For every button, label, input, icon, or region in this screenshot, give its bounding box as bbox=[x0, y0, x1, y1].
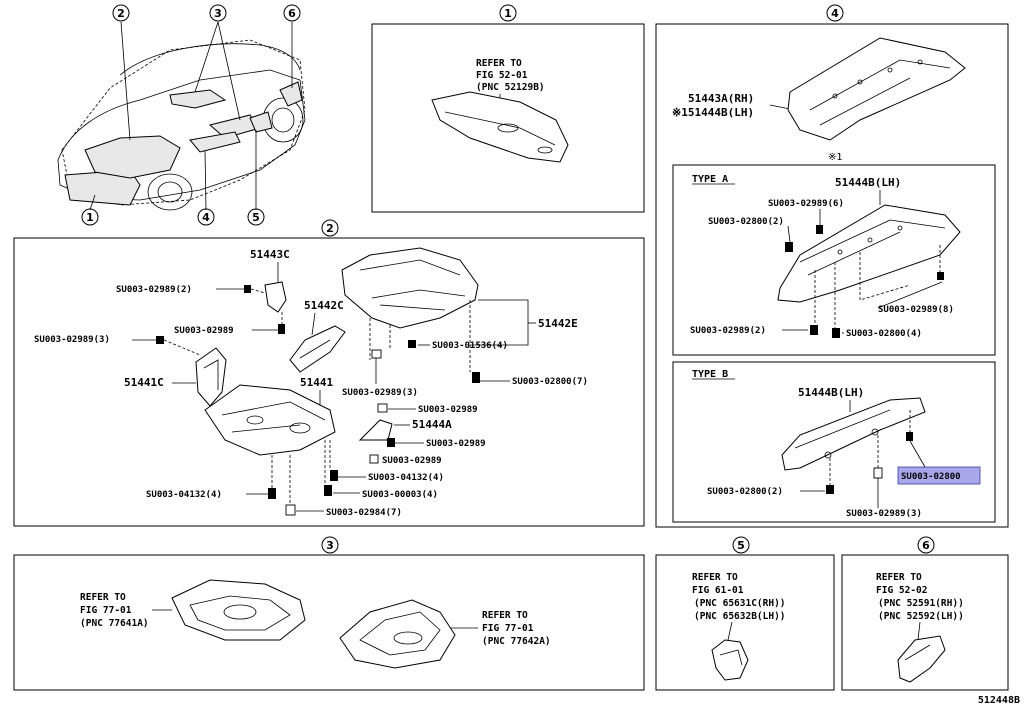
overview-callout-3[interactable]: 3 bbox=[209, 4, 227, 22]
panel-1-refer-line2: FIG 52-01 bbox=[476, 70, 528, 81]
fender-liner-part[interactable] bbox=[711, 639, 749, 681]
type-b-part-51444b[interactable]: 51444B(LH) bbox=[798, 386, 864, 399]
fastener-a2[interactable]: SU003-02800(2) bbox=[708, 217, 784, 227]
fastener-a5[interactable]: SU003-02800(4) bbox=[846, 329, 922, 339]
part-51442c[interactable]: 51442C bbox=[304, 299, 344, 312]
front-under-cover[interactable] bbox=[431, 91, 569, 163]
fastener-f12[interactable]: SU003-04132(4) bbox=[146, 490, 222, 500]
overview-callout-1[interactable]: 1 bbox=[81, 208, 99, 226]
panel-5-title: 5 bbox=[737, 539, 745, 552]
fastener-a4[interactable]: SU003-02989(2) bbox=[690, 326, 766, 336]
panel-5-refer-line1: REFER TO bbox=[692, 572, 738, 583]
panel-5-refer-line4: (PNC 65632B(LH)) bbox=[694, 611, 786, 622]
panel-6-title: 6 bbox=[922, 539, 930, 552]
part-51441[interactable]: 51441 bbox=[300, 376, 333, 389]
svg-text:6: 6 bbox=[288, 7, 296, 20]
fastener-a3[interactable]: SU003-02989(8) bbox=[878, 305, 954, 315]
rear-floor-cover[interactable] bbox=[787, 37, 966, 141]
panel-4: 4 51443A(RH) ※151444B(LH) ※1 TYPE A 5144… bbox=[655, 4, 1009, 528]
panel-3-right-refer-line1: REFER TO bbox=[482, 610, 528, 621]
panel-3-right-refer-line3: (PNC 77642A) bbox=[482, 636, 551, 647]
fastener-f3[interactable]: SU003-02989(3) bbox=[34, 335, 110, 345]
svg-text:3: 3 bbox=[214, 7, 222, 20]
floor-cover-77641a[interactable] bbox=[171, 579, 306, 641]
part-51444b-lh-note[interactable]: ※151444B(LH) bbox=[672, 106, 754, 119]
diagram-id: 512448B bbox=[978, 695, 1020, 706]
type-a-part-51444b[interactable]: 51444B(LH) bbox=[835, 176, 901, 189]
panel-6-refer-line2: FIG 52-02 bbox=[876, 585, 927, 596]
overview-callout-4[interactable]: 4 bbox=[197, 208, 215, 226]
panel-3-right-refer-line2: FIG 77-01 bbox=[482, 623, 534, 634]
panel-6-refer-line4: (PNC 52592(LH)) bbox=[878, 611, 964, 622]
part-51442e[interactable]: 51442E bbox=[538, 317, 578, 330]
panel-5-refer-line3: (PNC 65631C(RH)) bbox=[694, 598, 786, 609]
side-cover-51442c[interactable] bbox=[289, 325, 346, 373]
fastener-f10[interactable]: SU003-04132(4) bbox=[368, 473, 444, 483]
fastener-b3[interactable]: SU003-02989(3) bbox=[846, 509, 922, 519]
panel-5: 5 REFER TO FIG 61-01 (PNC 65631C(RH)) (P… bbox=[655, 536, 835, 691]
panel-2: 2 51443C SU003-02989(2) SU003-02989 5144… bbox=[13, 219, 645, 527]
engine-under-cover-51442e[interactable] bbox=[341, 247, 479, 329]
bracket-51444a[interactable] bbox=[358, 419, 393, 441]
overview-callout-6[interactable]: 6 bbox=[283, 4, 301, 22]
panel-6-refer-line1: REFER TO bbox=[876, 572, 922, 583]
note-mark: ※1 bbox=[828, 152, 842, 163]
panel-1-refer-line1: REFER TO bbox=[476, 58, 522, 69]
fastener-f9[interactable]: SU003-02989 bbox=[382, 456, 442, 466]
side-cover-51441c[interactable] bbox=[195, 347, 227, 407]
vehicle-overview: 2 3 6 1 4 5 bbox=[57, 4, 306, 226]
fastener-f8[interactable]: SU003-02989 bbox=[426, 439, 486, 449]
fastener-b2[interactable]: SU003-02800(2) bbox=[707, 487, 783, 497]
panel-1-refer-line3: (PNC 52129B) bbox=[476, 82, 545, 93]
rear-bumper-part[interactable] bbox=[897, 635, 946, 683]
fastener-f1[interactable]: SU003-02989(2) bbox=[116, 285, 192, 295]
fastener-f2[interactable]: SU003-02989 bbox=[174, 326, 234, 336]
svg-text:1: 1 bbox=[86, 211, 94, 224]
fastener-f4[interactable]: SU003-01536(4) bbox=[432, 341, 508, 351]
type-b-label: TYPE B bbox=[692, 369, 728, 380]
panel-6: 6 REFER TO FIG 52-02 (PNC 52591(RH)) (PN… bbox=[841, 536, 1009, 691]
part-51441c[interactable]: 51441C bbox=[124, 376, 164, 389]
panel-5-refer-line2: FIG 61-01 bbox=[692, 585, 744, 596]
panel-3-left-refer-line1: REFER TO bbox=[80, 592, 126, 603]
fastener-a1[interactable]: SU003-02989(6) bbox=[768, 199, 844, 209]
type-a-label: TYPE A bbox=[692, 174, 728, 185]
panel-3-left-refer-line2: FIG 77-01 bbox=[80, 605, 132, 616]
fastener-f5[interactable]: SU003-02800(7) bbox=[512, 377, 588, 387]
part-51443c[interactable]: 51443C bbox=[250, 248, 290, 261]
panel-3: 3 REFER TO FIG 77-01 (PNC 77641A) REFER … bbox=[13, 536, 645, 691]
fastener-f13[interactable]: SU003-02984(7) bbox=[326, 508, 402, 518]
panel-2-title: 2 bbox=[326, 222, 334, 235]
panel-3-left-refer-line3: (PNC 77641A) bbox=[80, 618, 149, 629]
type-b-floor-cover[interactable] bbox=[781, 397, 926, 471]
bracket-51443c[interactable] bbox=[264, 281, 287, 313]
panel-1: 1 REFER TO FIG 52-01 (PNC 52129B) bbox=[371, 4, 645, 213]
svg-text:5: 5 bbox=[252, 211, 260, 224]
main-under-cover-51441[interactable] bbox=[204, 384, 336, 456]
overview-callout-5[interactable]: 5 bbox=[247, 208, 265, 226]
panel-1-title: 1 bbox=[504, 7, 512, 20]
svg-text:2: 2 bbox=[117, 7, 125, 20]
svg-text:4: 4 bbox=[202, 211, 210, 224]
panel-6-refer-line3: (PNC 52591(RH)) bbox=[878, 598, 964, 609]
type-a-floor-cover[interactable] bbox=[777, 204, 961, 303]
fastener-f11[interactable]: SU003-00003(4) bbox=[362, 490, 438, 500]
panel-3-title: 3 bbox=[326, 539, 334, 552]
part-51443a-rh[interactable]: 51443A(RH) bbox=[688, 92, 754, 105]
overview-callout-2[interactable]: 2 bbox=[112, 4, 130, 22]
part-51444a[interactable]: 51444A bbox=[412, 418, 452, 431]
fastener-b1-highlighted[interactable]: SU003-02800 bbox=[901, 472, 961, 482]
fastener-f6[interactable]: SU003-02989(3) bbox=[342, 388, 418, 398]
panel-4-title: 4 bbox=[831, 7, 839, 20]
fastener-f7[interactable]: SU003-02989 bbox=[418, 405, 478, 415]
